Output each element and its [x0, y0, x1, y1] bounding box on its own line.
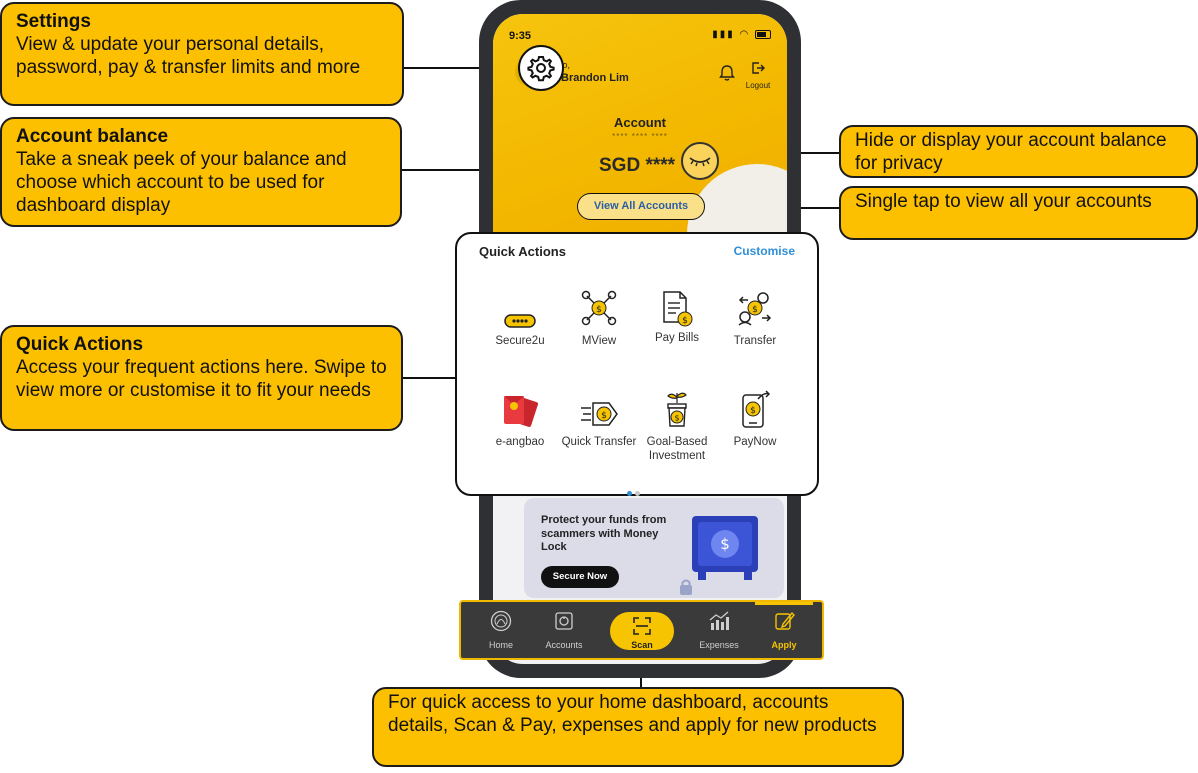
quick-action-label: e-angbao [495, 436, 545, 448]
navbar-callout-body: For quick access to your home dashboard,… [388, 692, 877, 736]
mview-icon: $ [581, 290, 617, 326]
balance-callout-body: Take a sneak peek of your balance and ch… [16, 149, 347, 216]
nav-apply-label: Apply [771, 640, 797, 650]
lock-icon [680, 579, 692, 595]
quick-action-label: Quick Transfer [561, 436, 637, 448]
quick-action-transfer[interactable]: $ Transfer [710, 284, 800, 348]
balance-callout: Account balance Take a sneak peek of you… [0, 117, 402, 227]
nav-scan[interactable]: Scan [610, 612, 674, 650]
e-angbao-icon [504, 396, 539, 427]
scan-icon [633, 617, 651, 635]
pay-bills-icon: $ [663, 291, 693, 327]
nav-apply[interactable]: Apply [754, 610, 814, 650]
logout-label: Logout [745, 81, 771, 90]
quick-actions-callout-title: Quick Actions [16, 334, 144, 355]
quick-action-secure2u[interactable]: Secure2u [475, 284, 565, 348]
svg-text:$: $ [720, 535, 730, 553]
apply-icon [775, 611, 795, 630]
settings-callout: Settings View & update your personal det… [0, 2, 404, 106]
battery-icon [755, 29, 771, 39]
nav-accounts[interactable]: Accounts [534, 610, 594, 650]
svg-text:$: $ [750, 406, 756, 416]
nav-accounts-label: Accounts [545, 640, 583, 650]
quick-action-label: Transfer [733, 335, 777, 347]
quick-actions-callout: Quick Actions Access your frequent actio… [0, 325, 403, 431]
quick-action-label: Pay Bills [654, 332, 700, 344]
quick-actions-leader-line [402, 377, 456, 379]
quick-actions-callout-body: Access your frequent actions here. Swipe… [16, 357, 387, 401]
svg-text:$: $ [752, 305, 758, 315]
signal-icon: ▮▮▮ [712, 29, 735, 40]
nav-scan-label: Scan [631, 640, 653, 650]
status-time: 9:35 [509, 30, 532, 42]
promo-banner[interactable]: Protect your funds from scammers with Mo… [524, 498, 784, 598]
hide-balance-callout: Hide or display your account balance for… [839, 125, 1198, 178]
quick-action-mview[interactable]: $ MView [554, 284, 644, 348]
quick-action-label: Goal-Based Investment [646, 436, 708, 462]
view-accounts-callout-body: Single tap to view all your accounts [855, 191, 1152, 212]
nav-expenses[interactable]: Expenses [689, 610, 749, 650]
account-title: Account [614, 115, 666, 130]
quick-action-pay-bills[interactable]: $ Pay Bills [632, 284, 722, 345]
bottom-nav: Home Accounts Scan Expenses Apply [459, 600, 824, 660]
page-dot-active [627, 491, 632, 496]
logout-icon [752, 62, 765, 74]
user-name: Brandon Lim [561, 72, 629, 84]
notification-bell-icon[interactable] [719, 64, 735, 87]
quick-action-goal-based-investment[interactable]: $ Goal-Based Investment [632, 385, 722, 463]
nav-home[interactable]: Home [471, 610, 531, 650]
logout-button[interactable]: Logout [741, 61, 775, 90]
page-indicator [627, 483, 643, 501]
nav-expenses-label: Expenses [699, 640, 739, 650]
active-tab-indicator [755, 602, 813, 605]
settings-button[interactable] [518, 45, 564, 91]
navbar-callout: For quick access to your home dashboard,… [372, 687, 904, 767]
secure2u-icon [504, 314, 536, 328]
hide-balance-callout-body: Hide or display your account balance for… [855, 130, 1167, 174]
account-number-masked: **** **** **** [612, 132, 668, 141]
customise-link[interactable]: Customise [733, 244, 795, 258]
expenses-icon [709, 611, 729, 630]
settings-leader-line [403, 67, 520, 69]
quick-action-paynow[interactable]: $ PayNow [710, 385, 800, 449]
transfer-icon: $ [738, 292, 772, 326]
promo-text: Protect your funds from scammers with Mo… [541, 514, 667, 553]
quick-actions-card: Quick Actions Customise Secure2u $ MView… [455, 232, 819, 496]
svg-text:$: $ [601, 411, 607, 421]
svg-text:$: $ [682, 316, 688, 326]
quick-action-e-angbao[interactable]: e-angbao [475, 385, 565, 449]
toggle-balance-visibility-button[interactable] [681, 142, 719, 180]
quick-action-label: Secure2u [495, 335, 545, 347]
page-dot [635, 491, 640, 496]
nav-home-label: Home [488, 640, 513, 650]
quick-transfer-icon: $ [581, 402, 618, 426]
accounts-icon [555, 612, 573, 630]
safe-icon: $ [692, 516, 758, 580]
settings-callout-title: Settings [16, 11, 91, 32]
gear-icon [527, 56, 555, 82]
quick-action-quick-transfer[interactable]: $ Quick Transfer [554, 385, 644, 449]
quick-action-label: PayNow [733, 436, 777, 448]
settings-callout-body: View & update your personal details, pas… [16, 34, 361, 78]
svg-text:$: $ [674, 414, 679, 423]
balance-callout-title: Account balance [16, 126, 169, 147]
view-all-accounts-button[interactable]: View All Accounts [577, 193, 705, 220]
svg-text:$: $ [596, 305, 602, 315]
paynow-icon: $ [742, 390, 771, 428]
status-icons: ▮▮▮ ◠ [712, 29, 771, 40]
account-balance[interactable]: SGD **** [599, 155, 676, 176]
wifi-icon: ◠ [739, 29, 751, 40]
view-accounts-callout: Single tap to view all your accounts [839, 186, 1198, 240]
goal-investment-icon: $ [667, 392, 687, 427]
quick-actions-title: Quick Actions [479, 244, 566, 259]
quick-action-label: MView [581, 335, 617, 347]
secure-now-button[interactable]: Secure Now [541, 566, 619, 588]
home-icon [490, 610, 512, 632]
eye-closed-icon [689, 157, 711, 167]
